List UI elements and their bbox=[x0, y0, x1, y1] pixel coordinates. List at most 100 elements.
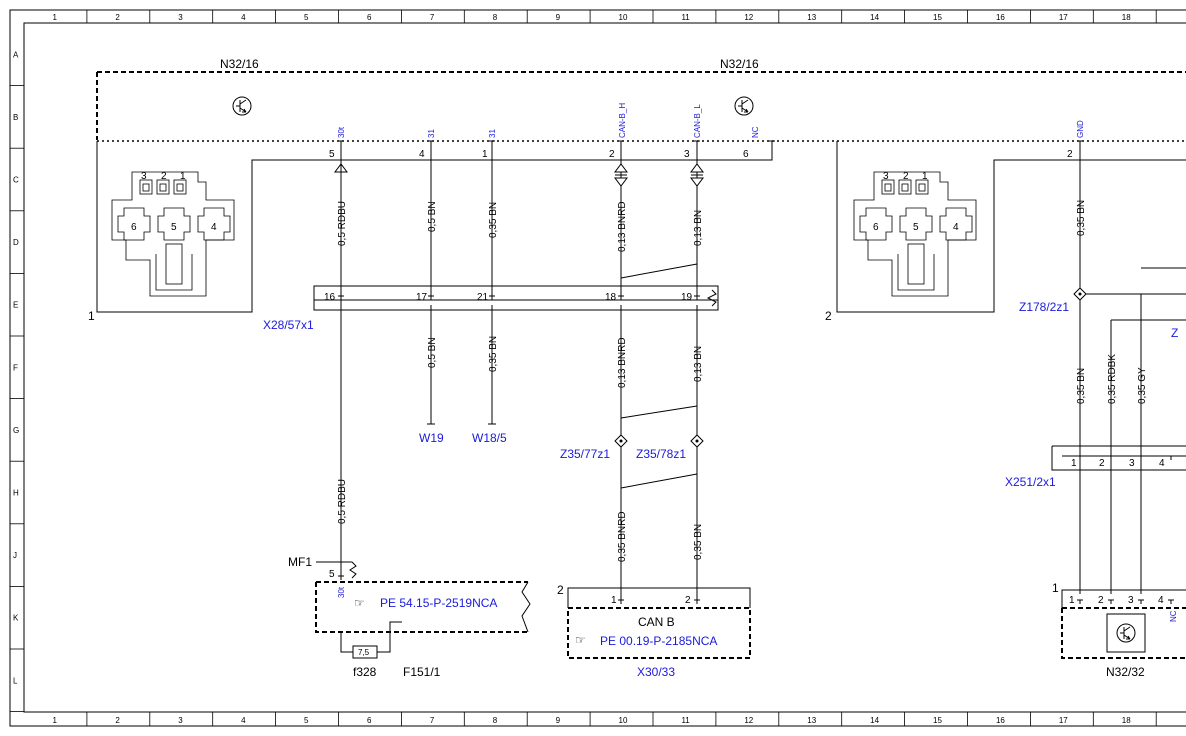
column-label: 16 bbox=[996, 716, 1005, 725]
column-label: 9 bbox=[556, 13, 561, 22]
wire-label: 0,35 BN bbox=[693, 524, 704, 560]
reference-link[interactable]: PE 54.15-P-2519NCA bbox=[380, 596, 497, 610]
wire-label: 0,13 BNRD bbox=[617, 201, 628, 252]
column-label: 7 bbox=[430, 716, 435, 725]
pin-number: 1 bbox=[1071, 458, 1077, 469]
column-label: 18 bbox=[1122, 716, 1131, 725]
frame-outer bbox=[9, 9, 1186, 727]
row-label: G bbox=[13, 426, 19, 435]
row-label: J bbox=[13, 551, 17, 560]
column-label: 4 bbox=[241, 13, 246, 22]
pin-tap bbox=[489, 295, 495, 300]
column-label: 9 bbox=[556, 716, 561, 725]
connector-label-x251: X251/2x1 bbox=[1005, 475, 1056, 489]
pin-tap bbox=[1077, 455, 1083, 460]
pin-number: 1 bbox=[611, 595, 617, 606]
connector-face-left: 3 2 1 6 5 4 bbox=[111, 171, 235, 297]
connector-housing-right bbox=[836, 141, 1186, 313]
pin-tap bbox=[1077, 140, 1083, 145]
transistor-icon bbox=[232, 96, 252, 116]
module-label-f151: F151/1 bbox=[403, 665, 441, 679]
module-label-n3232: N32/32 bbox=[1106, 665, 1145, 679]
pin-number: 3 bbox=[1129, 458, 1135, 469]
mf1-label: MF1 bbox=[288, 555, 312, 569]
pin-signal-can-b-h: CAN-B_H bbox=[618, 103, 627, 138]
pin-tap bbox=[618, 295, 624, 300]
row-label: F bbox=[13, 363, 18, 372]
pin-tap bbox=[1168, 455, 1174, 460]
pin-tap bbox=[694, 599, 700, 604]
column-label: 17 bbox=[1059, 13, 1068, 22]
arrow-icon bbox=[334, 163, 348, 173]
column-label: 2 bbox=[115, 716, 120, 725]
row-label: D bbox=[13, 238, 19, 247]
connector-face-right: 3 2 1 6 5 4 bbox=[853, 171, 977, 297]
column-label: 11 bbox=[681, 13, 690, 22]
connector-pin-2: 2 bbox=[161, 171, 167, 182]
connector-x251: 1 2 3 4 X251/2x1 bbox=[1005, 445, 1186, 489]
fuse-label: f328 bbox=[353, 665, 377, 679]
column-label: 18 bbox=[1122, 13, 1131, 22]
connector-pin-1: 1 bbox=[180, 171, 186, 182]
pin-tap bbox=[1138, 599, 1144, 604]
row-label: L bbox=[13, 676, 18, 685]
bidirectional-arrow-icon bbox=[690, 163, 704, 187]
pin-tap bbox=[1077, 599, 1083, 604]
column-label: 1 bbox=[52, 716, 57, 725]
reference-icon: ☞ bbox=[354, 596, 365, 610]
column-label: 10 bbox=[619, 716, 628, 725]
connector-pin-3: 3 bbox=[883, 171, 889, 182]
pin-signal-30t: 30t bbox=[337, 126, 346, 138]
wire-label: 0,13 BN bbox=[693, 210, 704, 246]
top-pins: 30t 5 31 4 31 1 CAN-B_H 2 CAN-B_L 3 NC 6… bbox=[329, 103, 1085, 160]
wire-label: 0,5 BN bbox=[427, 337, 438, 368]
module-label-n3216-right: N32/16 bbox=[720, 57, 759, 71]
wire-label: 0,13 BN bbox=[693, 346, 704, 382]
pin-number: 4 bbox=[1159, 458, 1165, 469]
column-label: 3 bbox=[178, 13, 183, 22]
column-label: 1 bbox=[52, 13, 57, 22]
wire-label: 0,35 GY bbox=[1137, 367, 1148, 404]
pin-signal-nc: NC bbox=[1169, 610, 1178, 622]
column-label: 6 bbox=[367, 13, 372, 22]
module-n3232: 1 1 2 3 4 NC N32/32 bbox=[1052, 581, 1186, 679]
ground-label-w18-5: W18/5 bbox=[472, 431, 507, 445]
wire-label: 0,5 RDBU bbox=[337, 479, 348, 524]
pin-tap bbox=[769, 140, 775, 145]
row-label: C bbox=[13, 176, 19, 185]
pin-signal-gnd: GND bbox=[1076, 120, 1085, 138]
wire-label: 0,35 RDBK bbox=[1107, 354, 1118, 404]
row-label: H bbox=[13, 489, 19, 498]
pin-number: 3 bbox=[1128, 595, 1134, 606]
column-label: 15 bbox=[933, 13, 942, 22]
row-label: E bbox=[13, 301, 18, 310]
pin-number: 4 bbox=[419, 149, 425, 160]
connector-pin-5: 5 bbox=[913, 222, 919, 233]
column-label: 5 bbox=[304, 716, 309, 725]
pin-number: 1 bbox=[482, 149, 488, 160]
pin-tap bbox=[618, 140, 624, 145]
column-grid: 1122334455667788991010111112121313141415… bbox=[52, 10, 1157, 726]
column-label: 16 bbox=[996, 13, 1005, 22]
connector-pin-4: 4 bbox=[211, 222, 217, 233]
pin-tap bbox=[428, 140, 434, 145]
wires bbox=[340, 141, 1186, 600]
pin-number: 3 bbox=[684, 149, 690, 160]
wire-label: 0,35 BN bbox=[488, 336, 499, 372]
pin-number: 2 bbox=[1098, 595, 1104, 606]
reference-link[interactable]: PE 00.19-P-2185NCA bbox=[600, 634, 717, 648]
splice-label-z3578: Z35/78z1 bbox=[636, 447, 686, 461]
pin-tap bbox=[1168, 599, 1174, 604]
row-label: K bbox=[13, 614, 19, 623]
connector-pin-4: 4 bbox=[953, 222, 959, 233]
fuse-rating: 7,5 bbox=[358, 648, 370, 657]
wire-label: 0,5 RDBU bbox=[337, 201, 348, 246]
pin-signal-31: 31 bbox=[488, 129, 497, 138]
pin-number: 17 bbox=[416, 292, 428, 303]
pin-number: 5 bbox=[329, 149, 335, 160]
column-label: 14 bbox=[870, 13, 879, 22]
pin-signal-31: 31 bbox=[427, 129, 436, 138]
section-marker-1: 1 bbox=[88, 309, 95, 323]
row-label: A bbox=[13, 50, 19, 59]
